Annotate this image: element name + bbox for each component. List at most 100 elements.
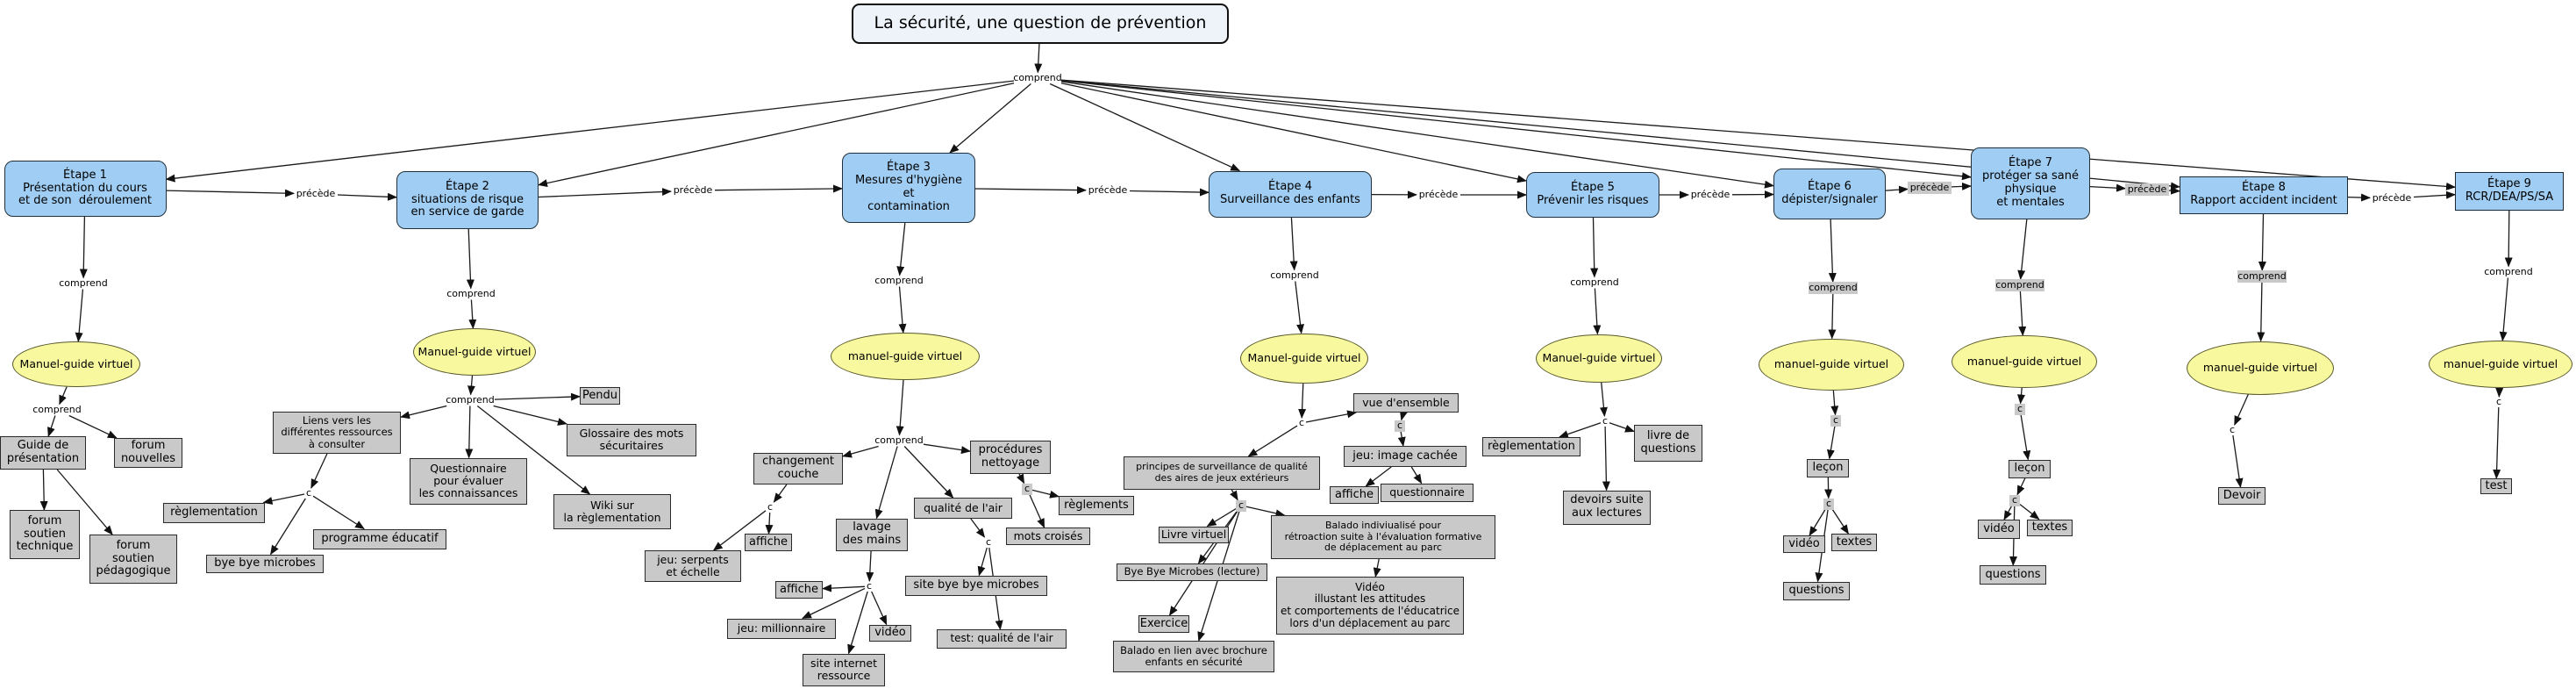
site-bye-bye-microbes[interactable]: site bye bye microbes xyxy=(905,575,1047,596)
comprend-3[interactable]: comprend xyxy=(874,274,924,286)
precede-8-9[interactable]: précède xyxy=(2372,191,2412,204)
forum-soutien-technique[interactable]: forum soutien technique xyxy=(10,510,80,559)
c-6b[interactable]: c xyxy=(1823,498,1834,510)
balado-individualise[interactable]: Balado indiviualisé pour rétroaction sui… xyxy=(1271,515,1495,559)
devoirs-suite-lectures[interactable]: devoirs suite aux lectures xyxy=(1563,490,1651,525)
glossaire-mots-securitaires[interactable]: Glossaire des mots sécuritaires xyxy=(567,423,696,456)
questions-7[interactable]: questions xyxy=(1980,565,2046,585)
ellipse-3[interactable]: manuel-guide virtuel xyxy=(831,333,980,380)
comprend-9[interactable]: comprend xyxy=(2484,265,2533,277)
procedures-nettoyage[interactable]: procédures nettoyage xyxy=(970,441,1051,474)
questionnaire-4[interactable]: questionnaire xyxy=(1381,483,1474,502)
textes-7[interactable]: textes xyxy=(2027,519,2073,536)
guide-de-presentation[interactable]: Guide de présentation xyxy=(0,436,86,470)
lecon-7[interactable]: leçon xyxy=(2009,459,2051,478)
hub-comprend[interactable]: comprend xyxy=(1013,71,1062,83)
comprend-1b[interactable]: comprend xyxy=(32,403,82,415)
c-6[interactable]: c xyxy=(1830,414,1841,427)
c-7b[interactable]: c xyxy=(2009,494,2020,506)
jeu-millionnaire[interactable]: jeu: millionnaire xyxy=(727,618,836,639)
etape-8[interactable]: Étape 8 Rapport accident incident xyxy=(2180,176,2348,214)
test-qualite-air[interactable]: test: qualité de l'air xyxy=(937,629,1067,649)
comprend-3b[interactable]: comprend xyxy=(874,434,924,446)
ellipse-6[interactable]: manuel-guide virtuel xyxy=(1759,338,1904,391)
ellipse-5[interactable]: Manuel-guide virtuel xyxy=(1536,334,1662,383)
pendu[interactable]: Pendu xyxy=(580,387,620,405)
c-2[interactable]: c xyxy=(305,486,312,499)
c-3b[interactable]: c xyxy=(866,579,873,592)
comprend-1[interactable]: comprend xyxy=(59,276,108,289)
livre-de-questions[interactable]: livre de questions xyxy=(1634,425,1702,462)
etape-1[interactable]: Étape 1 Présentation du cours et de son … xyxy=(4,161,167,217)
ellipse-9[interactable]: manuel-guide virtuel xyxy=(2429,341,2572,388)
questionnaire-evaluer[interactable]: Questionnaire pour évaluer les connaissa… xyxy=(410,457,527,505)
c-3c[interactable]: c xyxy=(1022,483,1032,495)
precede-5-6[interactable]: précède xyxy=(1690,188,1730,200)
comprend-4[interactable]: comprend xyxy=(1270,269,1319,281)
etape-5[interactable]: Étape 5 Prévenir les risques xyxy=(1526,172,1659,218)
precede-4-5[interactable]: précède xyxy=(1418,188,1459,200)
c-3d[interactable]: c xyxy=(985,535,992,548)
etape-7[interactable]: Étape 7 protéger sa sané physique et men… xyxy=(1971,147,2090,219)
comprend-5[interactable]: comprend xyxy=(1570,276,1619,288)
liens-ressources[interactable]: Liens vers les différentes ressources à … xyxy=(273,412,401,454)
jeu-image-cachee[interactable]: jeu: image cachée xyxy=(1344,446,1466,467)
precede-7-8[interactable]: précède xyxy=(2125,183,2169,196)
comprend-6[interactable]: comprend xyxy=(1809,281,1858,294)
livre-virtuel[interactable]: Livre virtuel xyxy=(1159,526,1229,543)
c-7[interactable]: c xyxy=(2015,403,2025,415)
textes-6[interactable]: textes xyxy=(1831,534,1877,551)
video-7[interactable]: vidéo xyxy=(1978,520,2020,539)
c-3a[interactable]: c xyxy=(767,500,774,513)
reglementation-2[interactable]: règlementation xyxy=(163,502,265,523)
bye-bye-microbes-lecture[interactable]: Bye Bye Microbes (lecture) xyxy=(1117,563,1267,581)
lavage-mains[interactable]: lavage des mains xyxy=(836,518,908,551)
qualite-air[interactable]: qualité de l'air xyxy=(914,498,1012,519)
video-illustrant[interactable]: Vidéo illustant les attitudes et comport… xyxy=(1276,577,1464,635)
ellipse-4[interactable]: Manuel-guide virtuel xyxy=(1240,333,1368,384)
etape-3[interactable]: Étape 3 Mesures d'hygiène et contaminati… xyxy=(842,153,975,223)
c-4a[interactable]: c xyxy=(1298,416,1305,428)
c-4b[interactable]: c xyxy=(1395,420,1405,432)
video-3[interactable]: vidéo xyxy=(869,624,911,642)
wiki-reglementation[interactable]: Wiki sur la règlementation xyxy=(553,494,671,529)
reglements[interactable]: règlements xyxy=(1059,496,1134,515)
ellipse-7[interactable]: manuel-guide virtuel xyxy=(1952,335,2097,388)
affiche-4[interactable]: affiche xyxy=(1330,486,1379,504)
changement-couche[interactable]: changement couche xyxy=(753,453,843,484)
principes-surveillance[interactable]: principes de surveillance de qualité des… xyxy=(1124,456,1320,490)
precede-3-4[interactable]: précède xyxy=(1088,183,1128,196)
comprend-2[interactable]: comprend xyxy=(446,287,496,299)
ellipse-2[interactable]: Manuel-guide virtuel xyxy=(413,328,536,376)
c-9[interactable]: c xyxy=(2495,395,2502,407)
c-4c[interactable]: c xyxy=(1236,499,1246,512)
affiche-3a[interactable]: affiche xyxy=(745,534,792,551)
etape-9[interactable]: Étape 9 RCR/DEA/PS/SA xyxy=(2455,172,2564,211)
forum-nouvelles[interactable]: forum nouvelles xyxy=(114,438,182,468)
questions-6[interactable]: questions xyxy=(1783,581,1850,600)
comprend-8[interactable]: comprend xyxy=(2237,269,2287,283)
devoir[interactable]: Devoir xyxy=(2218,487,2266,505)
video-6[interactable]: vidéo xyxy=(1783,535,1825,553)
precede-1-2[interactable]: précède xyxy=(296,187,336,199)
jeu-serpents-echelle[interactable]: jeu: serpents et échelle xyxy=(645,550,741,582)
bye-bye-microbes-2[interactable]: bye bye microbes xyxy=(206,554,324,573)
c-5[interactable]: c xyxy=(1602,414,1609,427)
ellipse-8[interactable]: manuel-guide virtuel xyxy=(2187,341,2334,395)
site-internet-ressource[interactable]: site internet ressource xyxy=(803,653,885,686)
lecon-6[interactable]: leçon xyxy=(1807,458,1849,477)
affiche-3b[interactable]: affiche xyxy=(775,581,823,599)
precede-6-7[interactable]: précède xyxy=(1908,182,1952,194)
forum-soutien-pedagogique[interactable]: forum soutien pédagogique xyxy=(89,535,177,584)
exercice[interactable]: Exercice xyxy=(1138,615,1189,633)
ellipse-1[interactable]: Manuel-guide virtuel xyxy=(12,341,140,387)
test[interactable]: test xyxy=(2480,478,2512,494)
title[interactable]: La sécurité, une question de prévention xyxy=(852,4,1229,44)
etape-6[interactable]: Étape 6 dépister/signaler xyxy=(1773,169,1886,219)
etape-4[interactable]: Étape 4 Surveillance des enfants xyxy=(1209,170,1372,218)
comprend-7[interactable]: comprend xyxy=(1995,278,2044,291)
etape-2[interactable]: Étape 2 situations de risque en service … xyxy=(396,171,539,229)
mots-croises[interactable]: mots croisés xyxy=(1006,528,1090,545)
c-8[interactable]: c xyxy=(2229,423,2236,435)
precede-2-3[interactable]: précède xyxy=(673,183,713,196)
